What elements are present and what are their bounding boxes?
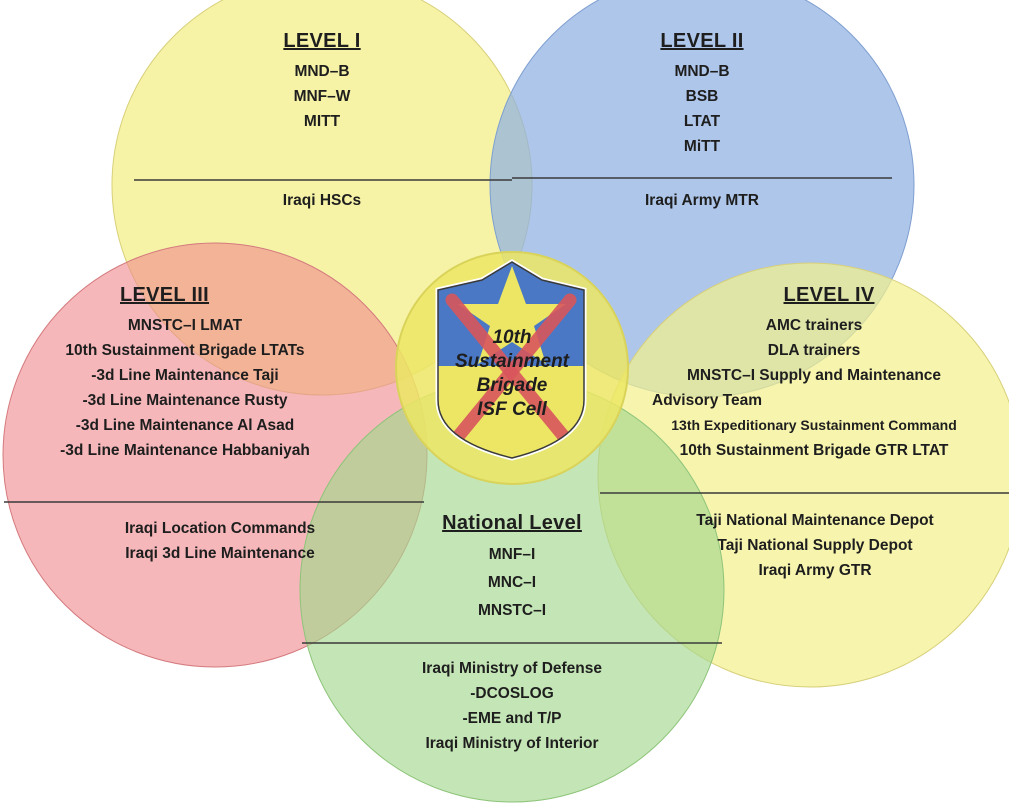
national-top: National Level MNF–I MNC–I MNSTC–I [412, 512, 612, 625]
level2-item: BSB [685, 88, 719, 105]
level4-title: LEVEL IV [783, 284, 875, 306]
level3-item: 10th Sustainment Brigade LTATs [65, 342, 305, 359]
national-title: National Level [442, 512, 582, 534]
level3-item: Iraqi Location Commands [124, 520, 316, 537]
level4-bottom: Taji National Maintenance Depot Taji Nat… [640, 508, 990, 583]
national-item: Iraqi Ministry of Defense [421, 660, 602, 677]
center-line: Sustainment [454, 351, 570, 372]
level3-item: -3d Line Maintenance Habbaniyah [60, 442, 310, 459]
national-item: -DCOSLOG [470, 685, 554, 702]
level1-item: MNF–W [293, 88, 351, 105]
national-item: MNF–I [488, 546, 536, 563]
level2-item: MiTT [683, 138, 721, 155]
center-line: Brigade [476, 375, 548, 396]
level4-item: Iraqi Army GTR [758, 562, 872, 579]
level4-item: Advisory Team [652, 392, 762, 409]
level1-bottom: Iraqi HSCs [222, 188, 422, 213]
level3-top: LEVEL III MNSTC–I LMAT 10th Sustainment … [40, 284, 330, 463]
level1-item: Iraqi HSCs [282, 192, 362, 209]
national-item: Iraqi Ministry of Interior [425, 735, 599, 752]
level1-title: LEVEL I [283, 30, 361, 52]
level4-item: Taji National Supply Depot [717, 537, 913, 554]
unit-patch-icon [435, 259, 587, 461]
level1-top: LEVEL I MND–B MNF–W MITT [222, 30, 422, 134]
level2-item: MND–B [674, 63, 730, 80]
level4-top: LEVEL IV AMC trainers DLA trainers MNSTC… [624, 284, 1004, 463]
national-item: MNSTC–I [477, 602, 547, 619]
level3-title: LEVEL III [120, 284, 210, 306]
level3-item: -3d Line Maintenance Taji [91, 367, 279, 384]
level3-item: -3d Line Maintenance Rusty [82, 392, 288, 409]
level1-item: MITT [303, 113, 341, 130]
level1-item: MND–B [294, 63, 350, 80]
national-item: MNC–I [487, 574, 537, 591]
national-item: -EME and T/P [462, 710, 562, 727]
center-label: 10th Sustainment Brigade ISF Cell [432, 326, 592, 422]
level3-bottom: Iraqi Location Commands Iraqi 3d Line Ma… [90, 516, 350, 566]
level3-item: Iraqi 3d Line Maintenance [125, 545, 315, 562]
level2-top: LEVEL II MND–B BSB LTAT MiTT [602, 30, 802, 159]
level2-item: LTAT [683, 113, 721, 130]
level4-item: Taji National Maintenance Depot [696, 512, 934, 529]
level3-item: -3d Line Maintenance Al Asad [75, 417, 295, 434]
level4-item: 10th Sustainment Brigade GTR LTAT [679, 442, 949, 459]
center-line: 10th [492, 327, 532, 348]
national-bottom: Iraqi Ministry of Defense -DCOSLOG -EME … [382, 656, 642, 756]
level4-item: 13th Expeditionary Sustainment Command [671, 417, 957, 433]
level4-item: MNSTC–I Supply and Maintenance [686, 367, 942, 384]
level3-item: MNSTC–I LMAT [127, 317, 243, 334]
center-line: ISF Cell [477, 399, 547, 420]
level4-item: DLA trainers [767, 342, 861, 359]
level2-item: Iraqi Army MTR [645, 192, 759, 209]
level2-bottom: Iraqi Army MTR [582, 188, 822, 213]
level2-title: LEVEL II [660, 30, 744, 52]
level4-item: AMC trainers [765, 317, 863, 334]
